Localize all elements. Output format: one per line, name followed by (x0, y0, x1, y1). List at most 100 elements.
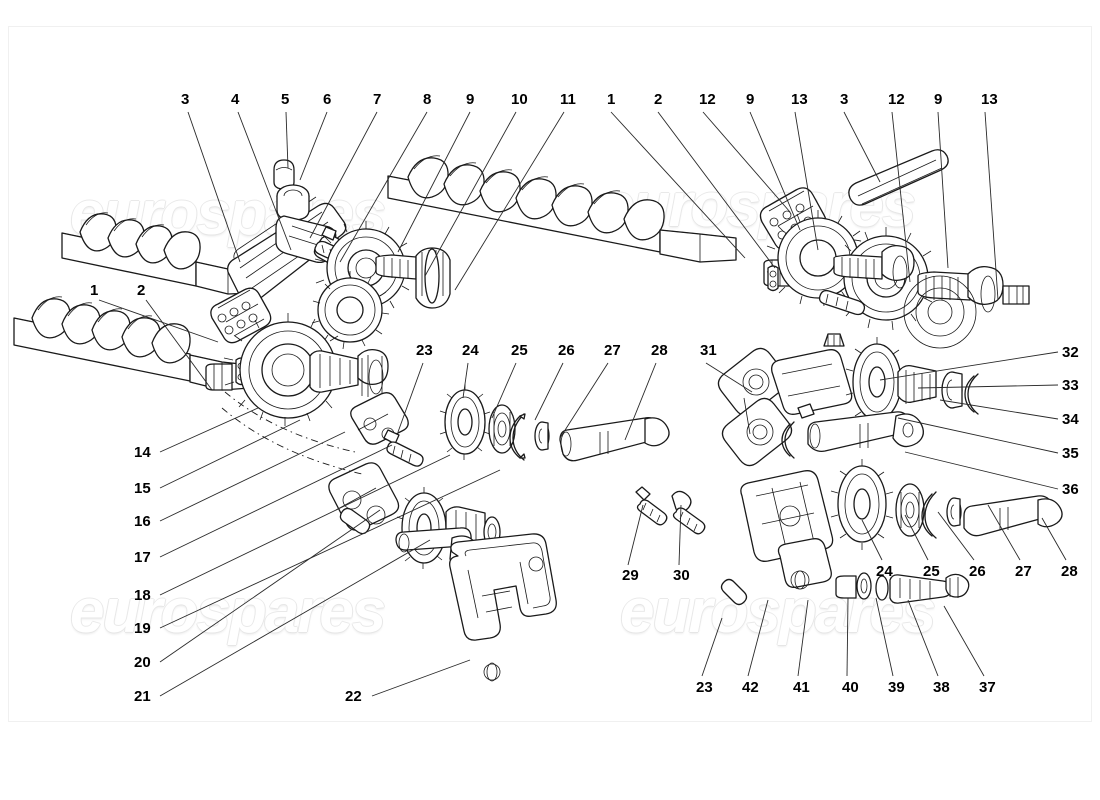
callout-label-15[interactable]: 15 (134, 480, 151, 497)
leader-line-24 (462, 362, 469, 399)
leader-line-9 (749, 111, 801, 231)
bolt-30 (671, 490, 706, 535)
callout-label-34[interactable]: 34 (1062, 411, 1079, 428)
sprocket-24-right (830, 459, 894, 550)
callout-label-4[interactable]: 4 (231, 91, 240, 108)
callout-label-22[interactable]: 22 (345, 688, 362, 705)
callout-label-11[interactable]: 11 (560, 91, 576, 108)
leader-line-3 (187, 111, 241, 263)
leader-line-20 (159, 509, 381, 663)
leader-line-29 (627, 504, 644, 566)
callout-label-37[interactable]: 37 (979, 679, 996, 696)
callout-label-20[interactable]: 20 (134, 654, 151, 671)
callout-label-6[interactable]: 6 (323, 91, 332, 108)
leader-line-33 (917, 384, 1059, 389)
callout-label-23[interactable]: 23 (696, 679, 713, 696)
leader-line-16 (159, 431, 346, 522)
sprocket-cluster-right (766, 210, 1030, 349)
leader-line-25 (491, 362, 517, 419)
leader-line-26 (937, 511, 975, 561)
leader-line-26 (534, 362, 564, 421)
leader-line-12 (891, 111, 911, 283)
bolt-29 (635, 486, 668, 526)
callout-label-42[interactable]: 42 (742, 679, 759, 696)
leader-line-9 (937, 111, 949, 269)
callout-label-5[interactable]: 5 (281, 91, 290, 108)
callout-label-24[interactable]: 24 (462, 342, 479, 359)
leader-line-36 (904, 451, 1059, 490)
leader-line-28 (1041, 517, 1067, 561)
leader-line-38 (907, 599, 939, 677)
callout-label-40[interactable]: 40 (842, 679, 859, 696)
camshaft-upper-left (61, 212, 253, 295)
callout-label-30[interactable]: 30 (673, 567, 690, 584)
callout-label-9[interactable]: 9 (934, 91, 943, 108)
callout-label-23[interactable]: 23 (416, 342, 433, 359)
leader-line-23 (701, 617, 723, 677)
callout-label-18[interactable]: 18 (134, 587, 151, 604)
callout-label-27[interactable]: 27 (1015, 563, 1032, 580)
callout-label-35[interactable]: 35 (1062, 445, 1079, 462)
callout-label-21[interactable]: 21 (134, 688, 151, 705)
callout-label-41[interactable]: 41 (793, 679, 810, 696)
callout-label-16[interactable]: 16 (134, 513, 151, 530)
callout-label-7[interactable]: 7 (373, 91, 382, 108)
leader-line-31 (705, 362, 753, 393)
callout-label-9[interactable]: 9 (746, 91, 755, 108)
callout-label-10[interactable]: 10 (511, 91, 528, 108)
callout-label-28[interactable]: 28 (1061, 563, 1078, 580)
leader-line-6 (299, 111, 328, 181)
callout-label-2[interactable]: 2 (654, 91, 663, 108)
callout-label-1[interactable]: 1 (90, 282, 99, 299)
leader-line-37 (943, 605, 985, 677)
callout-label-12[interactable]: 12 (699, 91, 716, 108)
callout-label-14[interactable]: 14 (134, 444, 151, 461)
leader-line-2 (657, 111, 776, 269)
leader-line-10 (424, 111, 517, 277)
leader-line-14 (159, 407, 259, 453)
callout-label-26[interactable]: 26 (969, 563, 986, 580)
callout-label-26[interactable]: 26 (558, 342, 575, 359)
callout-label-24[interactable]: 24 (876, 563, 893, 580)
callout-label-31[interactable]: 31 (700, 342, 717, 359)
callout-label-2[interactable]: 2 (137, 282, 146, 299)
circlip-26 (509, 413, 526, 461)
callout-label-29[interactable]: 29 (622, 567, 639, 584)
leader-line-9 (397, 111, 471, 253)
callout-label-8[interactable]: 8 (423, 91, 432, 108)
leader-line-39 (875, 597, 894, 677)
callout-label-27[interactable]: 27 (604, 342, 621, 359)
callout-label-33[interactable]: 33 (1062, 377, 1079, 394)
leader-line-1 (98, 299, 219, 343)
leader-line-1 (610, 111, 746, 259)
timing-chain-left (205, 287, 272, 391)
leader-line-2 (145, 299, 213, 391)
leader-line-11 (454, 111, 565, 291)
callout-label-25[interactable]: 25 (511, 342, 528, 359)
leader-line-7 (309, 111, 378, 239)
leader-line-3 (843, 111, 881, 183)
callout-label-3[interactable]: 3 (181, 91, 190, 108)
callout-label-9[interactable]: 9 (466, 91, 475, 108)
washer-27 (534, 421, 550, 451)
callout-label-38[interactable]: 38 (933, 679, 950, 696)
leader-line-18 (159, 454, 451, 596)
callout-label-39[interactable]: 39 (888, 679, 905, 696)
callout-label-13[interactable]: 13 (791, 91, 808, 108)
leader-line-27 (559, 362, 609, 439)
callout-label-25[interactable]: 25 (923, 563, 940, 580)
callout-label-12[interactable]: 12 (888, 91, 905, 108)
callout-label-32[interactable]: 32 (1062, 344, 1079, 361)
callout-label-19[interactable]: 19 (134, 620, 151, 637)
gear-assembly-mid-left (350, 384, 670, 467)
callout-label-17[interactable]: 17 (134, 549, 151, 566)
shaft-28 (559, 417, 670, 462)
callout-label-28[interactable]: 28 (651, 342, 668, 359)
callout-label-1[interactable]: 1 (607, 91, 616, 108)
splined-collar (415, 247, 451, 309)
callout-label-3[interactable]: 3 (840, 91, 849, 108)
callout-label-13[interactable]: 13 (981, 91, 998, 108)
callout-label-36[interactable]: 36 (1062, 481, 1079, 498)
leader-line-25 (904, 514, 929, 561)
